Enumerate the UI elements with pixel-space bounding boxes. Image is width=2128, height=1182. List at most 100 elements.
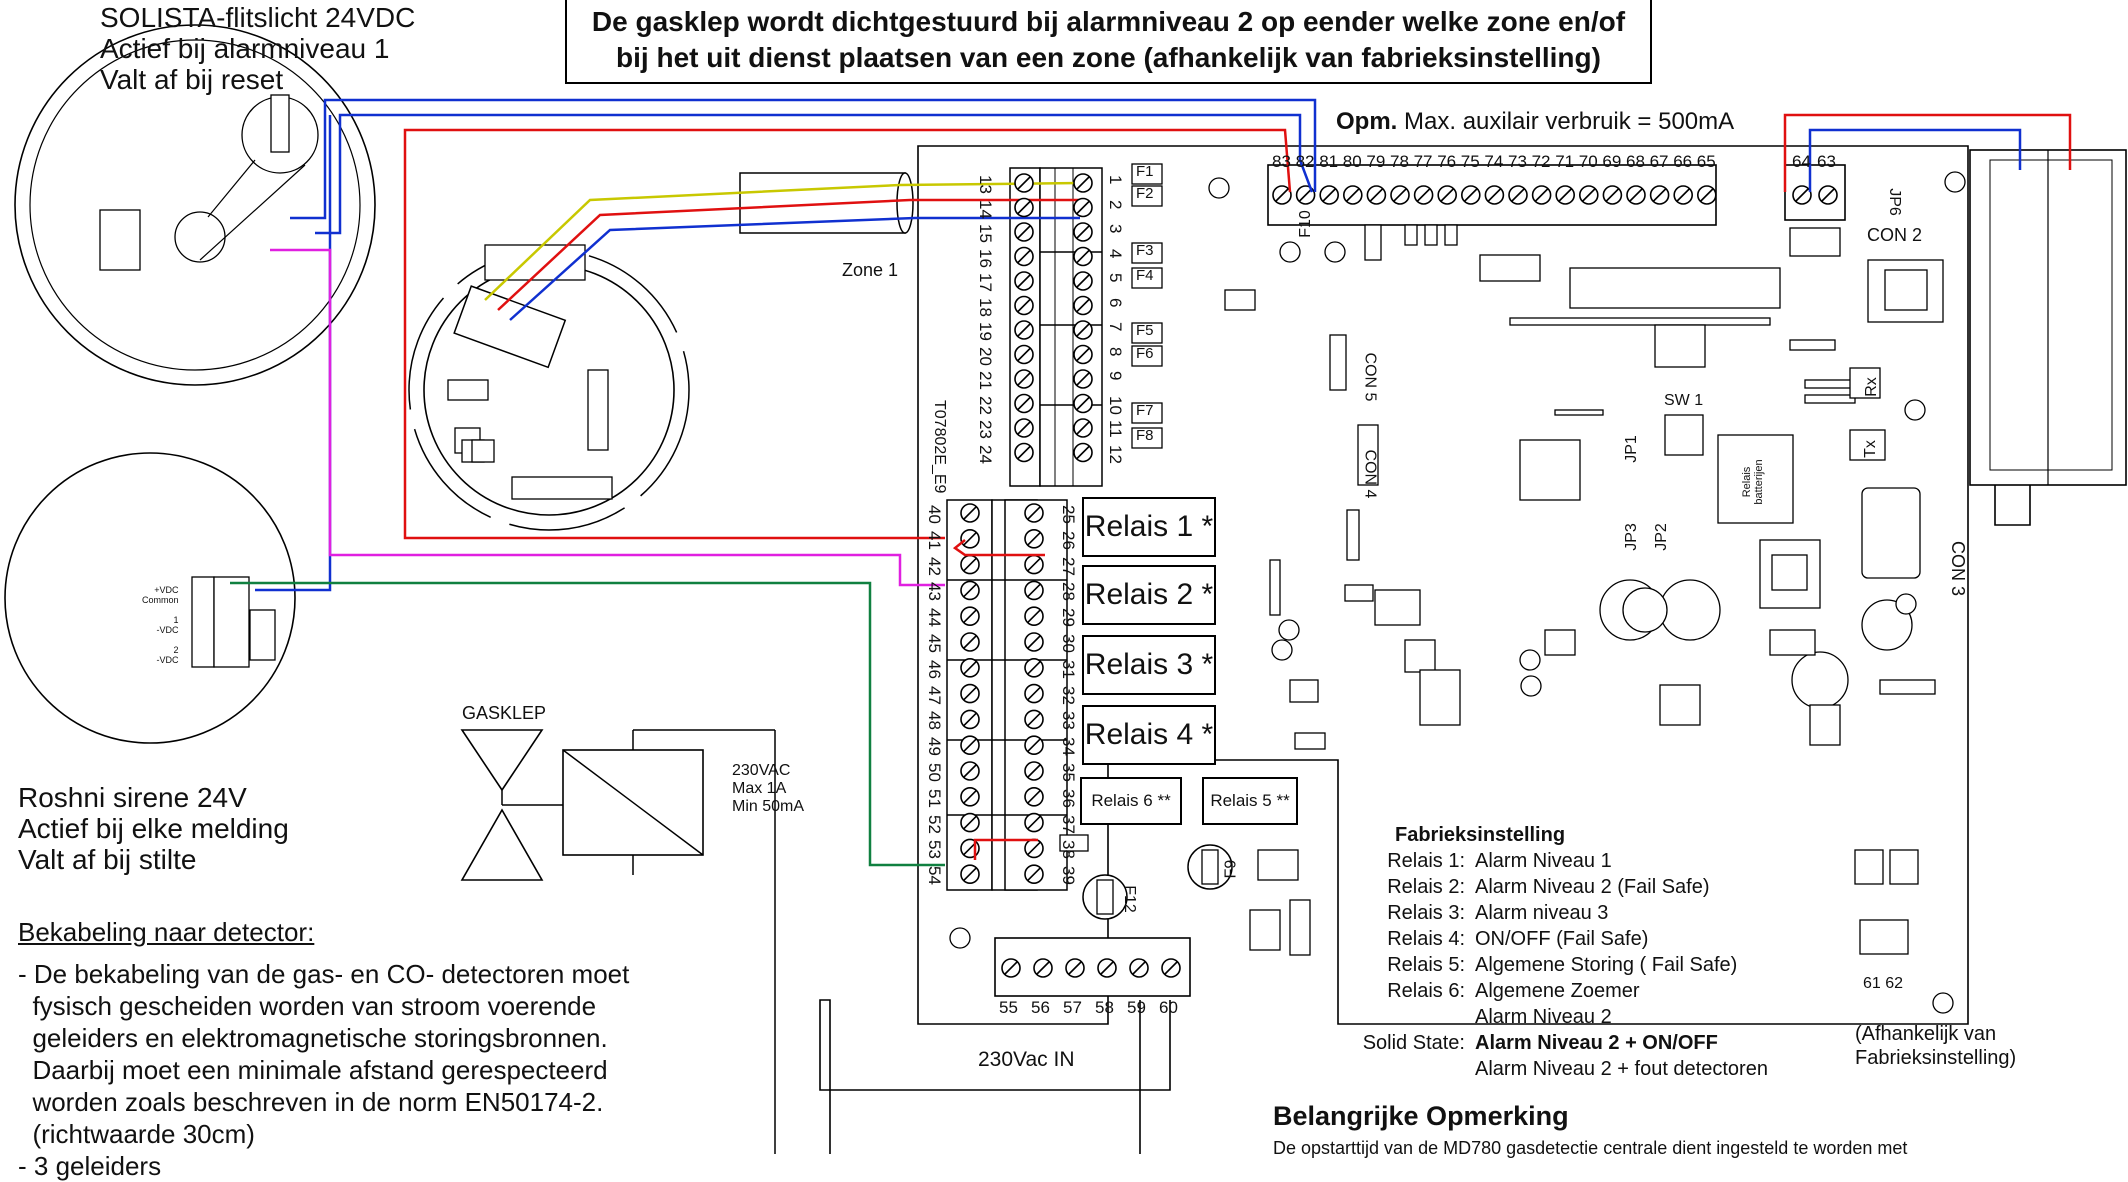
banner-line-1: De gasklep wordt dichtgestuurd bij alarm… xyxy=(591,6,1626,37)
terminal-screw xyxy=(1024,709,1044,730)
factory-title: Fabrieksinstelling xyxy=(1395,824,1566,846)
factory-row: Relais 3: Alarm niveau 3 xyxy=(1365,900,1768,926)
wire-red xyxy=(403,113,2072,860)
terminal-screw xyxy=(1073,197,1093,218)
terminal-screw xyxy=(960,503,980,523)
wiring-diagram xyxy=(4,24,2127,1154)
terminal-screw xyxy=(1024,786,1044,807)
solid-state-key: Solid State: xyxy=(1362,1032,1465,1054)
terminal-screw xyxy=(1014,344,1034,365)
fuse-f9-label: F9 xyxy=(1222,859,1240,879)
terminal-number: 79 xyxy=(1366,152,1386,171)
tx-label: Tx xyxy=(1861,440,1879,458)
solid-state-value-2: Alarm Niveau 2 + fout detectoren xyxy=(1475,1058,1768,1080)
terminal-number: 80 xyxy=(1342,152,1362,171)
terminal-screw xyxy=(1531,185,1552,205)
terminal-number: 63 xyxy=(1817,152,1836,171)
fuse-box xyxy=(1131,322,1163,344)
fuse-label: F6 xyxy=(1136,345,1154,362)
terminal-number: 59 xyxy=(1127,998,1146,1017)
fuse-f10-label: F10 xyxy=(1296,210,1314,238)
factory-value: ON/OFF (Fail Safe) xyxy=(1475,928,1649,950)
terminal-screw xyxy=(960,554,980,575)
fuse-box xyxy=(1131,163,1163,185)
terminal-screw xyxy=(1014,295,1034,316)
factory-settings: Fabrieksinstelling Relais 1:Alarm Niveau… xyxy=(1363,822,1768,1082)
terminal-number: 76 xyxy=(1437,152,1457,171)
terminal-number: 23 xyxy=(976,420,995,439)
terminal-number: 56 xyxy=(1031,998,1050,1017)
factory-value: Alarm niveau 3 xyxy=(1475,902,1609,924)
relay-3: Relais 3 * xyxy=(1082,635,1216,695)
flash-caption-1: SOLISTA-flitslicht 24VDC xyxy=(100,2,416,33)
right-terminal-strip xyxy=(1784,164,1846,221)
terminal-screw xyxy=(1033,958,1053,978)
factory-row: Relais 6:Algemene Zoemer xyxy=(1365,978,1768,1004)
terminal-number: 33 xyxy=(1059,711,1078,731)
cabling-heading: Bekabeling naar detector: xyxy=(18,917,315,947)
fuse-column xyxy=(1131,163,1163,449)
terminal-number: 58 xyxy=(1095,998,1114,1017)
terminal-screw xyxy=(960,864,980,885)
terminal-number: 27 xyxy=(1059,556,1078,576)
terminal-screw xyxy=(1014,222,1034,242)
valve-spec-3: Min 50mA xyxy=(732,798,805,815)
fuse-label: F8 xyxy=(1136,427,1154,444)
siren-term-0: +VDC xyxy=(154,585,179,595)
terminal-screw xyxy=(1073,222,1093,242)
wire-blue-right xyxy=(1808,128,2022,192)
terminal-number: 8 xyxy=(1106,346,1125,356)
right-panel xyxy=(1969,149,2127,486)
terminal-number: 78 xyxy=(1390,152,1409,171)
valve-spec-1: 230VAC xyxy=(732,762,791,779)
aux-note: Opm. Max. auxilair verbruik = 500mA xyxy=(1336,108,1734,136)
terminal-screw xyxy=(1579,185,1599,205)
con2-label: CON 2 xyxy=(1867,225,1923,245)
terminal-number: 77 xyxy=(1413,152,1433,171)
terminal-number: 67 xyxy=(1649,152,1669,171)
terminal-screw xyxy=(960,528,980,549)
terminal-number: 13 xyxy=(976,175,995,194)
fuse-f12-label: F12 xyxy=(1120,885,1138,913)
terminal-number: 46 xyxy=(925,659,944,679)
terminal-screw xyxy=(1508,185,1528,205)
terminal-number: 22 xyxy=(976,395,995,415)
terminal-screw xyxy=(1001,958,1021,978)
factory-note-1: (Afhankelijk van xyxy=(1855,1023,1997,1045)
fuse-label: F2 xyxy=(1136,185,1154,202)
siren-term-5: -VDC xyxy=(156,655,179,665)
factory-key: Relais 3: xyxy=(1387,902,1465,924)
con3-label: CON 3 xyxy=(1948,540,1969,597)
terminal-number: 47 xyxy=(925,685,944,705)
terminal-number: 31 xyxy=(1059,659,1078,679)
terminal-number: 24 xyxy=(976,444,995,464)
terminal-screw xyxy=(1014,442,1034,463)
terminal-number: 36 xyxy=(1059,788,1078,808)
terminal-number: 53 xyxy=(925,840,944,860)
factory-row-solid-state: Solid State:Alarm Niveau 2 + ON/OFF xyxy=(1318,1030,1768,1056)
terminal-screw xyxy=(1413,185,1434,205)
terminal-screw xyxy=(1014,369,1034,389)
jp1-label: JP1 xyxy=(1622,435,1640,463)
siren-caption: Roshni sirene 24V Actief bij elke meldin… xyxy=(18,782,289,875)
terminal-number: 48 xyxy=(925,711,944,731)
terminal-number: 32 xyxy=(1059,685,1078,705)
power-in-label: 230Vac IN xyxy=(978,1048,1075,1071)
terminal-screw xyxy=(1073,295,1093,316)
terminal-screw xyxy=(1097,958,1117,978)
factory-key: Relais 5: xyxy=(1387,954,1465,976)
terminal-number: 55 xyxy=(999,998,1018,1017)
terminal-screw xyxy=(1649,185,1670,205)
cabling-line: (richtwaarde 30cm) xyxy=(18,1119,255,1149)
terminal-screw xyxy=(1014,393,1034,414)
terminal-screw xyxy=(1014,173,1034,193)
fuse-box xyxy=(1131,427,1163,449)
terminal-screw xyxy=(960,683,980,704)
factory-key: Relais 2: xyxy=(1387,876,1465,898)
terminal-screw xyxy=(960,606,980,627)
fuse-label: F4 xyxy=(1136,267,1154,284)
terminal-screw xyxy=(1073,173,1093,193)
wire-zone xyxy=(484,181,1081,321)
terminal-screw xyxy=(1065,958,1085,978)
gasklep-symbol xyxy=(460,729,776,1154)
